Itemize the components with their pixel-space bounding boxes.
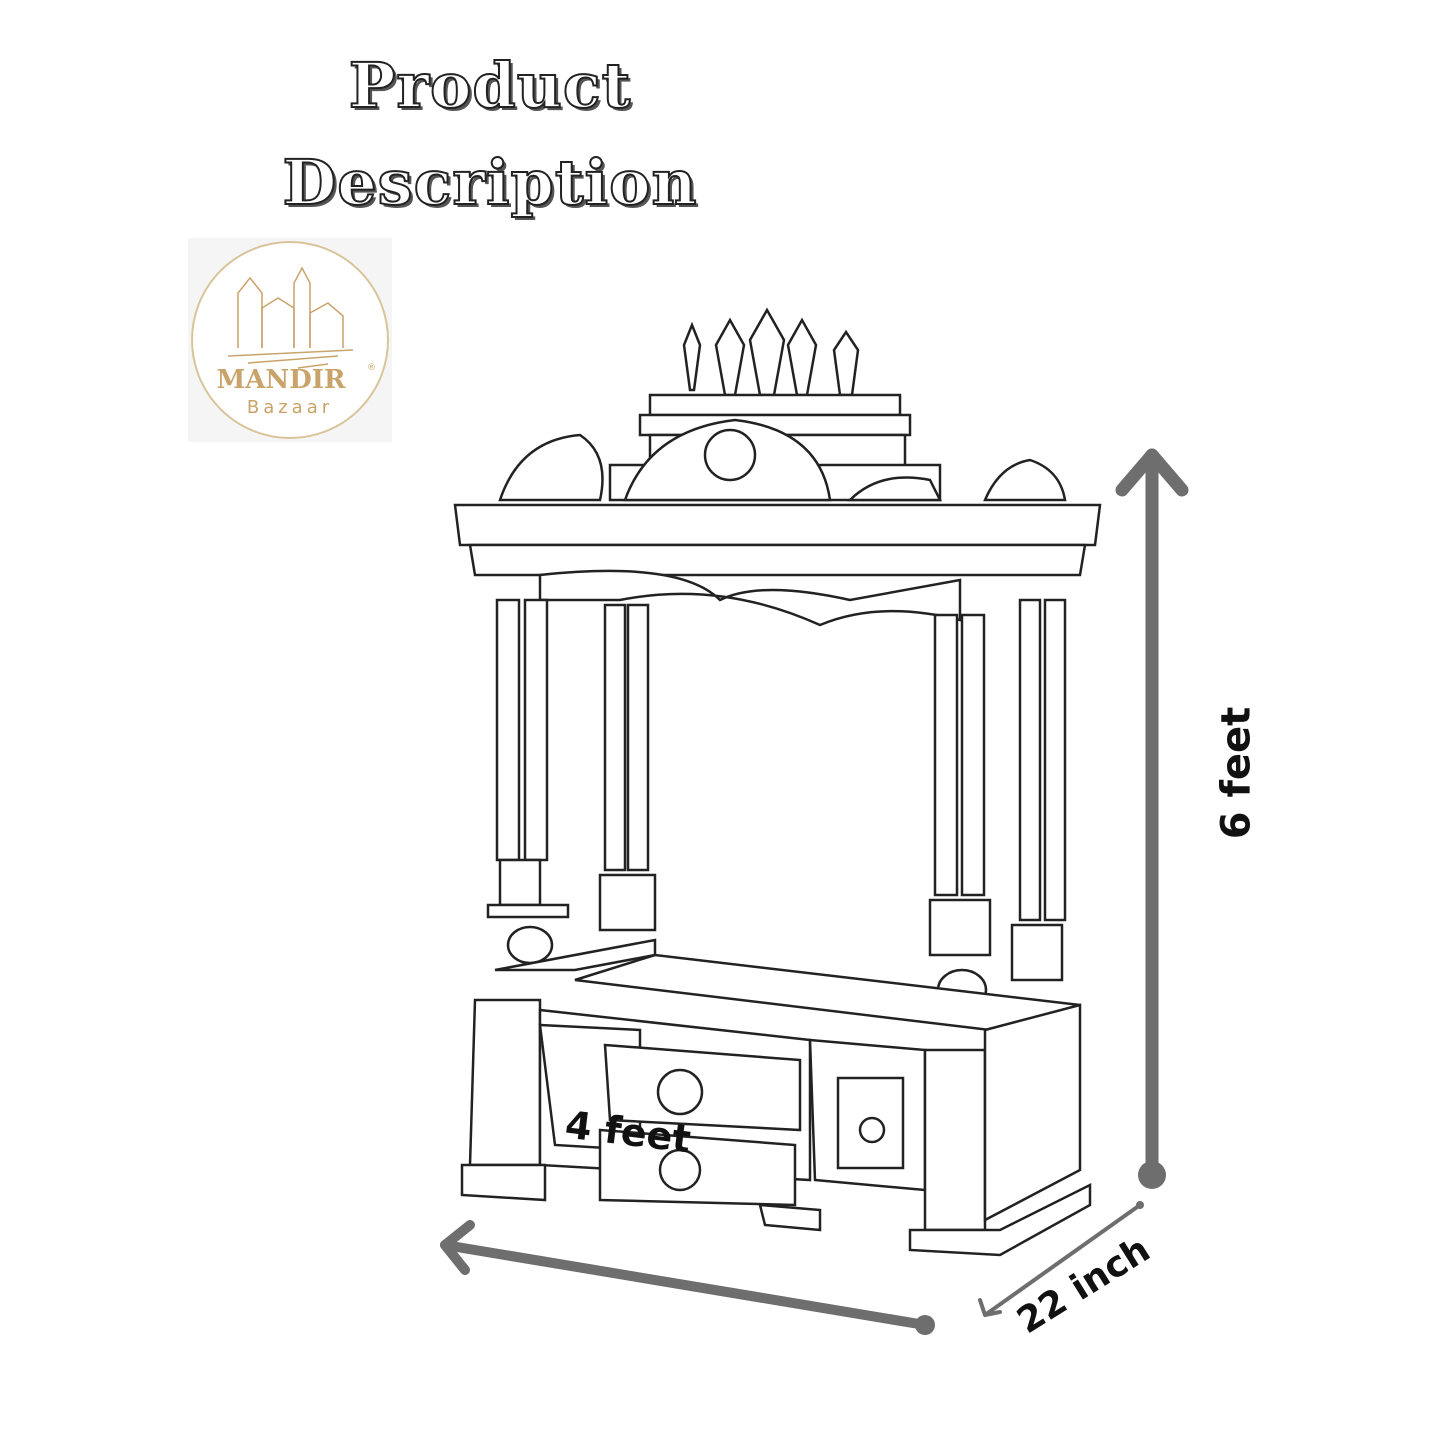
heading-line-2: Description: [281, 146, 698, 219]
finials: [682, 307, 860, 397]
heading-line-1: Product: [348, 49, 632, 122]
svg-text:®: ®: [367, 363, 376, 373]
temple-skyline-icon: [227, 266, 354, 369]
logo-brand: MANDIR: [216, 365, 345, 395]
brand-logo: MANDIR ® Bazaar: [188, 238, 392, 442]
logo-sub: Bazaar: [247, 397, 333, 418]
height-label: 6 feet: [1213, 706, 1260, 840]
